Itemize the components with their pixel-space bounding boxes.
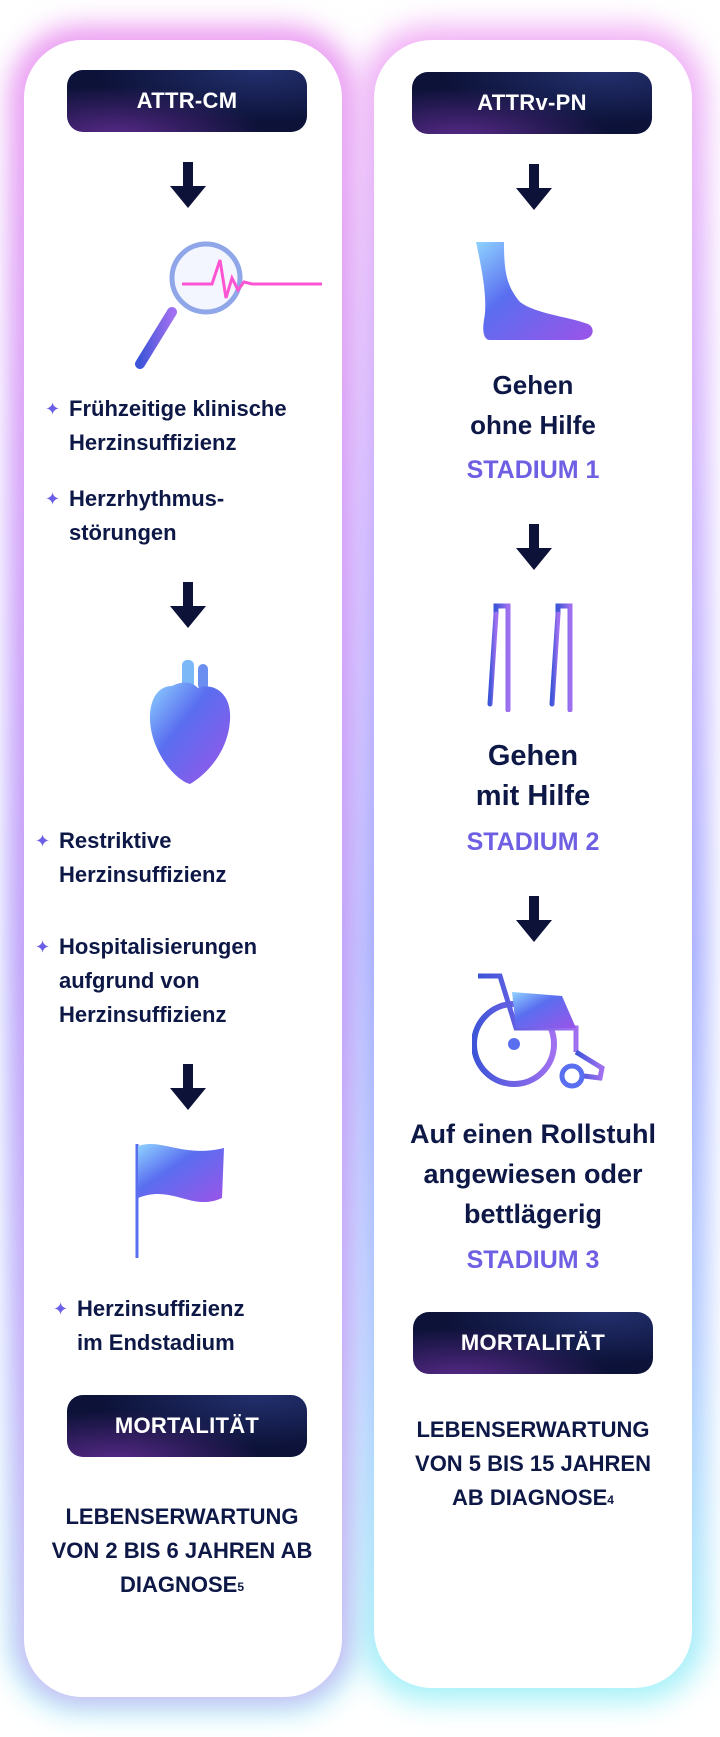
walker-icon <box>487 603 573 712</box>
sparkle-icon: ✦ <box>45 399 61 419</box>
attr-cm-header: ATTR-CM <box>67 70 307 132</box>
stage1-description: Gehen ohne Hilfe <box>470 370 596 440</box>
attrv-pn-header: ATTRv-PN <box>412 72 652 134</box>
mortality-badge: MORTALITÄT <box>413 1312 653 1374</box>
magnifier-ecg-icon <box>135 241 322 369</box>
bullet-item: ✦ Herzinsuffizienz im Endstadium <box>53 1292 337 1360</box>
life-expectancy-text: LEBENSERWARTUNG VON 2 BIS 6 JAHREN AB DI… <box>51 1504 313 1597</box>
sparkle-icon: ✦ <box>53 1299 69 1319</box>
stage3-label: STADIUM 3 <box>466 1246 600 1274</box>
arrow-down-icon <box>168 582 208 632</box>
heart-icon <box>149 660 231 784</box>
bullet-item: ✦ Restriktive Herzinsuffizienz <box>35 824 339 892</box>
sparkle-icon: ✦ <box>35 831 51 851</box>
sparkle-icon: ✦ <box>45 489 61 509</box>
flag-icon <box>135 1144 224 1258</box>
arrow-down-icon <box>514 524 554 574</box>
arrow-down-icon <box>168 1064 208 1114</box>
stage3-description: Auf einen Rollstuhl angewiesen oder bett… <box>410 1119 656 1229</box>
stage2-description: Gehen mit Hilfe <box>475 740 591 812</box>
stage1-label: STADIUM 1 <box>466 456 600 484</box>
arrow-down-icon <box>168 162 208 212</box>
bullet-item: ✦ Herzrhythmus- störungen <box>45 482 339 550</box>
mortality-badge: MORTALITÄT <box>67 1395 307 1457</box>
foot-icon <box>476 242 593 340</box>
sparkle-icon: ✦ <box>35 937 51 957</box>
wheelchair-icon <box>472 973 605 1089</box>
life-expectancy-text: LEBENSERWARTUNG VON 5 BIS 15 JAHREN AB D… <box>415 1417 651 1510</box>
arrow-down-icon <box>514 896 554 946</box>
bullet-item: ✦ Hospitalisierungen aufgrund von Herzin… <box>35 930 339 1032</box>
arrow-down-icon <box>514 164 554 214</box>
bullet-item: ✦ Frühzeitige klinische Herzinsuffizienz <box>45 392 339 460</box>
stage2-label: STADIUM 2 <box>466 828 600 856</box>
